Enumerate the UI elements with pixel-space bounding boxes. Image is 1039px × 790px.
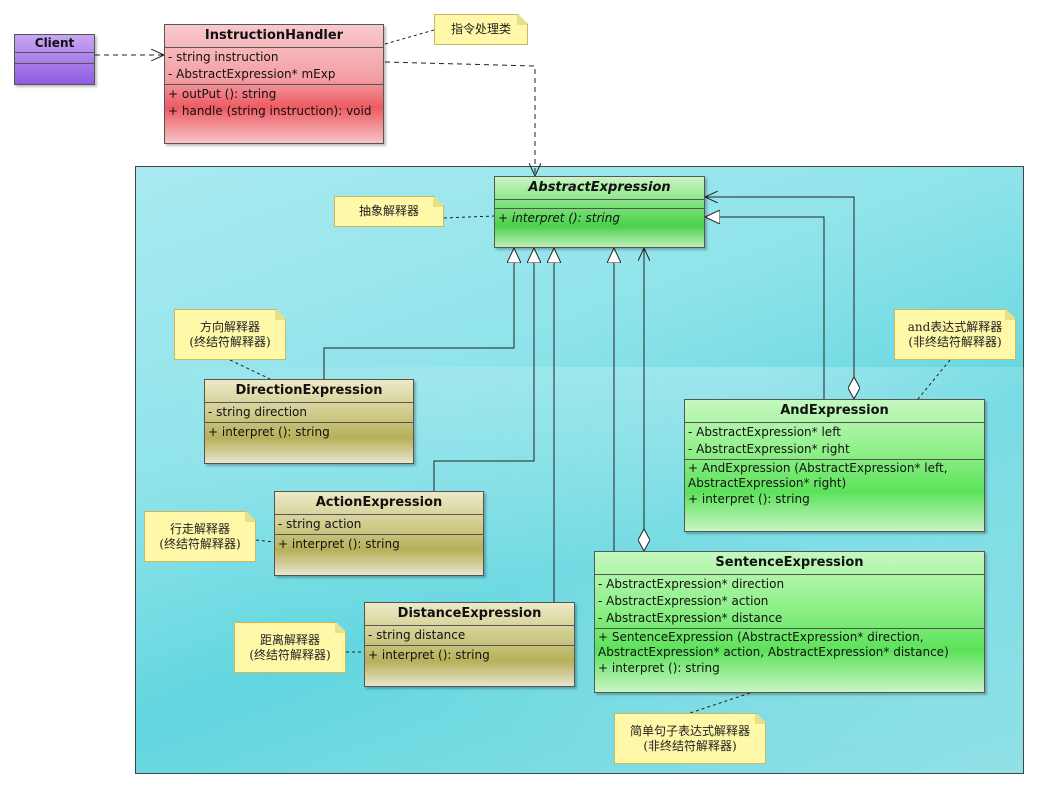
note-action: 行走解释器 (终结符解释器) [144,511,256,562]
class-client-name: Client [15,35,94,53]
class-direction-expression-attributes: - string direction [205,403,413,423]
class-instruction-handler-attributes: - string instruction - AbstractExpressio… [165,48,383,85]
operation: + outPut (): string [168,87,277,101]
attribute: - AbstractExpression* right [688,442,850,456]
class-distance-expression-attributes: - string distance [365,626,574,646]
class-direction-expression: DirectionExpression - string direction +… [204,379,414,464]
class-action-expression-attributes: - string action [275,515,483,535]
note-and: and表达式解释器 (非终结符解释器) [894,309,1016,360]
note-abstract: 抽象解释器 [334,196,444,227]
note-handler: 指令处理类 [434,14,528,45]
class-instruction-handler-name: InstructionHandler [165,25,383,48]
class-abstract-expression-name: AbstractExpression [495,177,704,200]
note-sentence: 简单句子表达式解释器 (非终结符解释器) [614,713,766,764]
class-and-expression: AndExpression - AbstractExpression* left… [684,399,985,532]
attribute: - string distance [368,628,466,642]
operation: + interpret (): string [598,661,720,675]
class-and-expression-name: AndExpression [685,400,984,423]
class-distance-expression-name: DistanceExpression [365,603,574,626]
class-action-expression-name: ActionExpression [275,492,483,515]
operation: + interpret (): string [368,648,490,662]
class-direction-expression-operations: + interpret (): string [205,423,413,442]
attribute: - AbstractExpression* mExp [168,67,336,81]
class-sentence-expression-name: SentenceExpression [595,552,984,575]
note-handler-link [384,29,435,45]
note-action-line-2: (终结符解释器) [159,536,241,551]
class-and-expression-operations: + AndExpression (AbstractExpression* lef… [685,460,984,509]
note-sentence-line-2: (非终结符解释器) [643,738,737,753]
class-client-operations [15,64,94,76]
note-abstract-text: 抽象解释器 [358,204,419,218]
operation: + interpret (): string [498,211,620,225]
class-sentence-expression-operations: + SentenceExpression (AbstractExpression… [595,629,984,678]
handler-abstract-dependency [384,61,535,176]
note-distance-line-2: (终结符解释器) [249,647,331,662]
class-sentence-expression-attributes: - AbstractExpression* direction - Abstra… [595,575,984,629]
note-and-line-2: (非终结符解释器) [908,334,1002,349]
attribute: - AbstractExpression* left [688,425,841,439]
class-sentence-expression: SentenceExpression - AbstractExpression*… [594,551,985,693]
class-client: Client [14,34,95,85]
note-action-line-1: 行走解释器 [169,521,230,536]
note-direction-line-2: (终结符解释器) [189,334,271,349]
class-distance-expression: DistanceExpression - string distance + i… [364,602,575,687]
class-direction-expression-name: DirectionExpression [205,380,413,403]
attribute: - AbstractExpression* action [598,594,769,608]
note-distance-line-1: 距离解释器 [259,632,320,647]
attribute: - string direction [208,405,307,419]
class-abstract-expression: AbstractExpression + interpret (): strin… [494,176,705,248]
class-abstract-expression-operations: + interpret (): string [495,209,704,228]
note-distance: 距离解释器 (终结符解释器) [234,622,346,673]
note-handler-text: 指令处理类 [450,22,511,36]
note-sentence-line-1: 简单句子表达式解释器 [629,723,750,738]
operation: + interpret (): string [688,492,810,506]
attribute: - string instruction [168,50,279,64]
operation: + AndExpression (AbstractExpression* lef… [688,461,948,490]
attribute: - AbstractExpression* direction [598,577,785,591]
note-direction: 方向解释器 (终结符解释器) [174,309,286,360]
class-and-expression-attributes: - AbstractExpression* left - AbstractExp… [685,423,984,460]
operation: + interpret (): string [208,425,330,439]
note-direction-line-1: 方向解释器 [199,319,260,334]
operation: + handle (string instruction): void [168,104,372,118]
operation: + interpret (): string [278,537,400,551]
class-action-expression-operations: + interpret (): string [275,535,483,554]
class-instruction-handler: InstructionHandler - string instruction … [164,24,384,144]
class-action-expression: ActionExpression - string action + inter… [274,491,484,576]
class-instruction-handler-operations: + outPut (): string + handle (string ins… [165,85,383,121]
attribute: - AbstractExpression* distance [598,611,783,625]
operation: + SentenceExpression (AbstractExpression… [598,630,949,659]
note-and-line-1: and表达式解释器 [907,319,1003,334]
class-distance-expression-operations: + interpret (): string [365,646,574,665]
class-abstract-expression-attributes [495,200,704,209]
attribute: - string action [278,517,362,531]
class-client-attributes [15,53,94,64]
